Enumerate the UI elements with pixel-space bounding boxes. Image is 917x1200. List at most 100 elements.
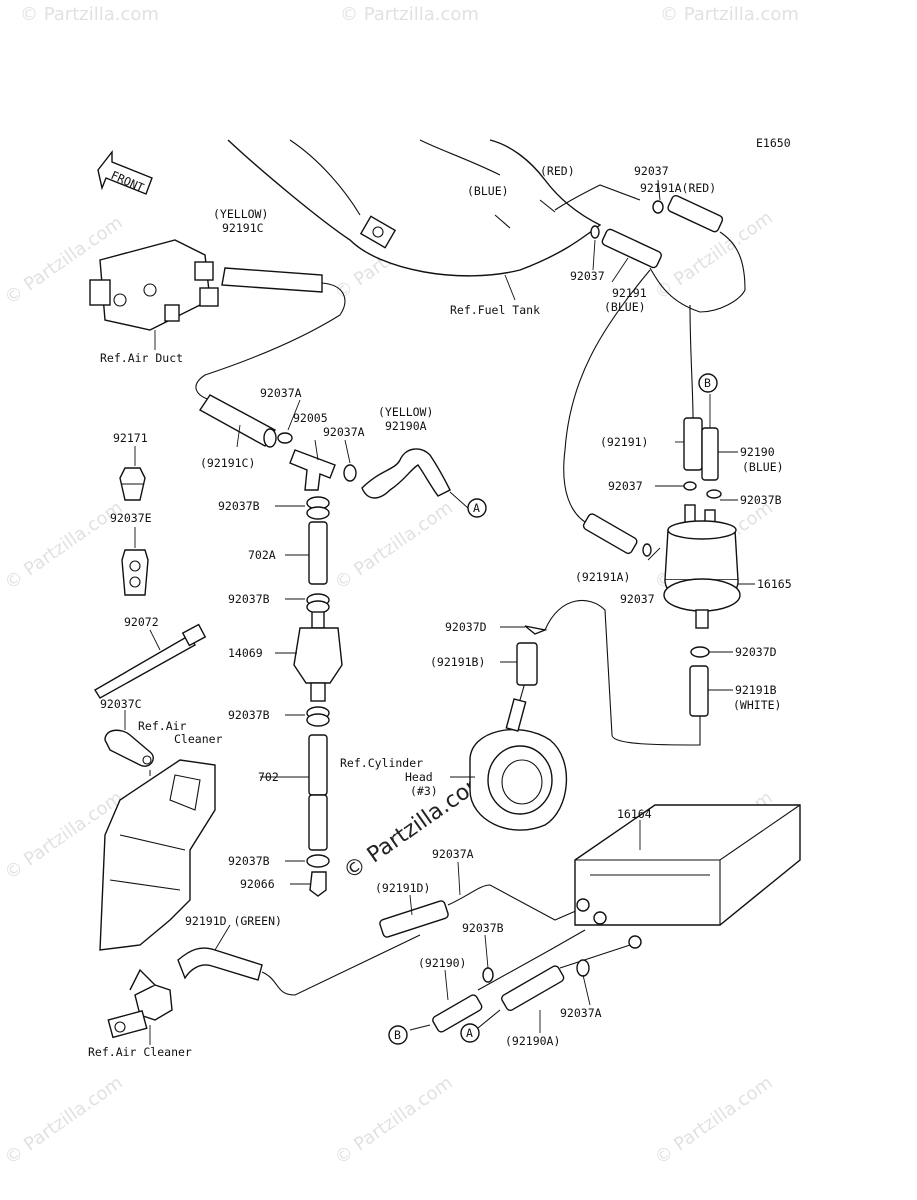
label-92191a-paren: (92191A) bbox=[575, 570, 630, 584]
label-702a: 702A bbox=[248, 548, 276, 562]
hose-702-upper bbox=[308, 734, 328, 796]
label-red: (RED) bbox=[540, 164, 575, 178]
watermark: © Partzilla.com bbox=[660, 4, 799, 25]
label-92037b-3: 92037B bbox=[228, 708, 270, 722]
fuel-tank bbox=[227, 139, 602, 277]
leader-lines bbox=[124, 179, 755, 1045]
hose-92190-blue-vertical bbox=[701, 394, 719, 481]
label-14069: 14069 bbox=[228, 646, 263, 660]
hose-92191d-mid bbox=[379, 884, 579, 938]
label-ref-air-cleaner-1a: Ref.Air bbox=[138, 719, 187, 733]
label-92037a-4: 92037A bbox=[560, 1006, 602, 1020]
svg-text:A: A bbox=[473, 501, 480, 515]
label-16165: 16165 bbox=[757, 577, 792, 591]
label-92037b-4: 92037B bbox=[228, 854, 270, 868]
label-92191c: 92191C bbox=[222, 221, 264, 235]
label-92037e: 92037E bbox=[110, 511, 152, 525]
label-92037b-2: 92037B bbox=[228, 592, 270, 606]
hose-702a bbox=[308, 521, 328, 585]
hose-702-lower bbox=[308, 794, 328, 851]
hose-92191c bbox=[198, 394, 277, 448]
label-92191-blue: 92191 bbox=[612, 286, 647, 300]
hose-92191-blue bbox=[590, 225, 662, 269]
label-cyl-no: (#3) bbox=[410, 784, 438, 798]
hose-92191-vertical bbox=[683, 417, 703, 471]
fitting-92066 bbox=[309, 871, 327, 897]
watermark: © Partzilla.com bbox=[340, 4, 479, 25]
label-92190a-paren: (92190A) bbox=[505, 1034, 560, 1048]
center-fuel-line bbox=[293, 496, 343, 897]
label-92191-paren: (92191) bbox=[600, 435, 648, 449]
hose-92190a bbox=[361, 448, 469, 509]
label-92190-paren: (92190) bbox=[418, 956, 466, 970]
cylinder-head-fitting bbox=[469, 671, 568, 831]
label-ref-air-duct: Ref.Air Duct bbox=[100, 351, 183, 365]
watermark: © Partzilla.com bbox=[651, 1072, 777, 1169]
tee-fitting-92005 bbox=[277, 432, 357, 491]
label-92037-top: 92037 bbox=[634, 164, 669, 178]
label-92191b: 92191B bbox=[735, 683, 777, 697]
svg-text:B: B bbox=[394, 1028, 401, 1042]
fuel-pump-16165 bbox=[663, 481, 741, 717]
hose-92190a-lower bbox=[477, 944, 631, 1029]
hose-92191b-upper bbox=[516, 599, 701, 746]
label-92191a-red: 92191A(RED) bbox=[640, 181, 716, 195]
label-92191d-green: 92191D (GREEN) bbox=[185, 914, 282, 928]
label-blue-3: (BLUE) bbox=[742, 460, 784, 474]
label-ref-fuel-tank: Ref.Fuel Tank bbox=[450, 303, 540, 317]
marker-b-top: B bbox=[698, 373, 718, 393]
label-92191b-paren: (92191B) bbox=[430, 655, 485, 669]
label-92037a-3: 92037A bbox=[432, 847, 474, 861]
label-ref-cylinder: Ref.Cylinder bbox=[340, 756, 423, 770]
label-yellow-1: (YELLOW) bbox=[213, 207, 268, 221]
air-duct bbox=[89, 239, 219, 350]
label-92037-mid: 92037 bbox=[570, 269, 605, 283]
label-92037b-5: 92037B bbox=[462, 921, 504, 935]
label-16164: 16164 bbox=[617, 807, 652, 821]
watermark: © Partzilla.com bbox=[331, 1072, 457, 1169]
svg-text:B: B bbox=[704, 376, 711, 390]
watermark: © Partzilla.com bbox=[20, 4, 159, 25]
hose-92191c-top bbox=[195, 267, 346, 401]
label-92191c-paren: (92191C) bbox=[200, 456, 255, 470]
marker-a-top: A bbox=[467, 498, 487, 518]
label-92191d-paren: (92191D) bbox=[375, 881, 430, 895]
label-92072: 92072 bbox=[124, 615, 159, 629]
front-arrow-icon: FRONT bbox=[97, 149, 153, 195]
diagram-code: E1650 bbox=[756, 136, 791, 150]
svg-text:A: A bbox=[466, 1026, 473, 1040]
label-92190a: 92190A bbox=[385, 419, 427, 433]
label-white: (WHITE) bbox=[733, 698, 781, 712]
label-ref-air-cleaner-2: Ref.Air Cleaner bbox=[88, 1045, 192, 1059]
label-92190: 92190 bbox=[740, 445, 775, 459]
label-92037a-1: 92037A bbox=[260, 386, 302, 400]
label-yellow-2: (YELLOW) bbox=[378, 405, 433, 419]
label-92037d-1: 92037D bbox=[445, 620, 487, 634]
fuel-filter-14069 bbox=[293, 611, 343, 702]
label-92037b-1: 92037B bbox=[218, 499, 260, 513]
label-92066: 92066 bbox=[240, 877, 275, 891]
marker-a-bottom: A bbox=[460, 1023, 480, 1043]
label-blue-1: (BLUE) bbox=[467, 184, 509, 198]
clamp-92171 bbox=[119, 467, 146, 501]
label-92005: 92005 bbox=[293, 411, 328, 425]
air-cleaner-housing bbox=[99, 759, 216, 951]
label-92037a-2: 92037A bbox=[323, 425, 365, 439]
hose-92191b-white bbox=[689, 665, 709, 717]
label-92037-right: 92037 bbox=[608, 479, 643, 493]
band-92072 bbox=[94, 623, 207, 699]
watermark: © Partzilla.com bbox=[1, 497, 127, 594]
label-blue-2: (BLUE) bbox=[604, 300, 646, 314]
label-702: 702 bbox=[258, 770, 279, 784]
label-ref-air-cleaner-1b: Cleaner bbox=[174, 732, 223, 746]
label-92037b-right: 92037B bbox=[740, 493, 782, 507]
label-92171: 92171 bbox=[113, 431, 148, 445]
marker-b-bottom: B bbox=[388, 1025, 408, 1045]
hose-92191a-red bbox=[652, 194, 724, 233]
label-92037-lower: 92037 bbox=[620, 592, 655, 606]
watermark: © Partzilla.com bbox=[331, 497, 457, 594]
hose-92191d-green bbox=[107, 934, 421, 1039]
label-92037d-2: 92037D bbox=[735, 645, 777, 659]
hose-92190-lower bbox=[409, 929, 586, 1033]
